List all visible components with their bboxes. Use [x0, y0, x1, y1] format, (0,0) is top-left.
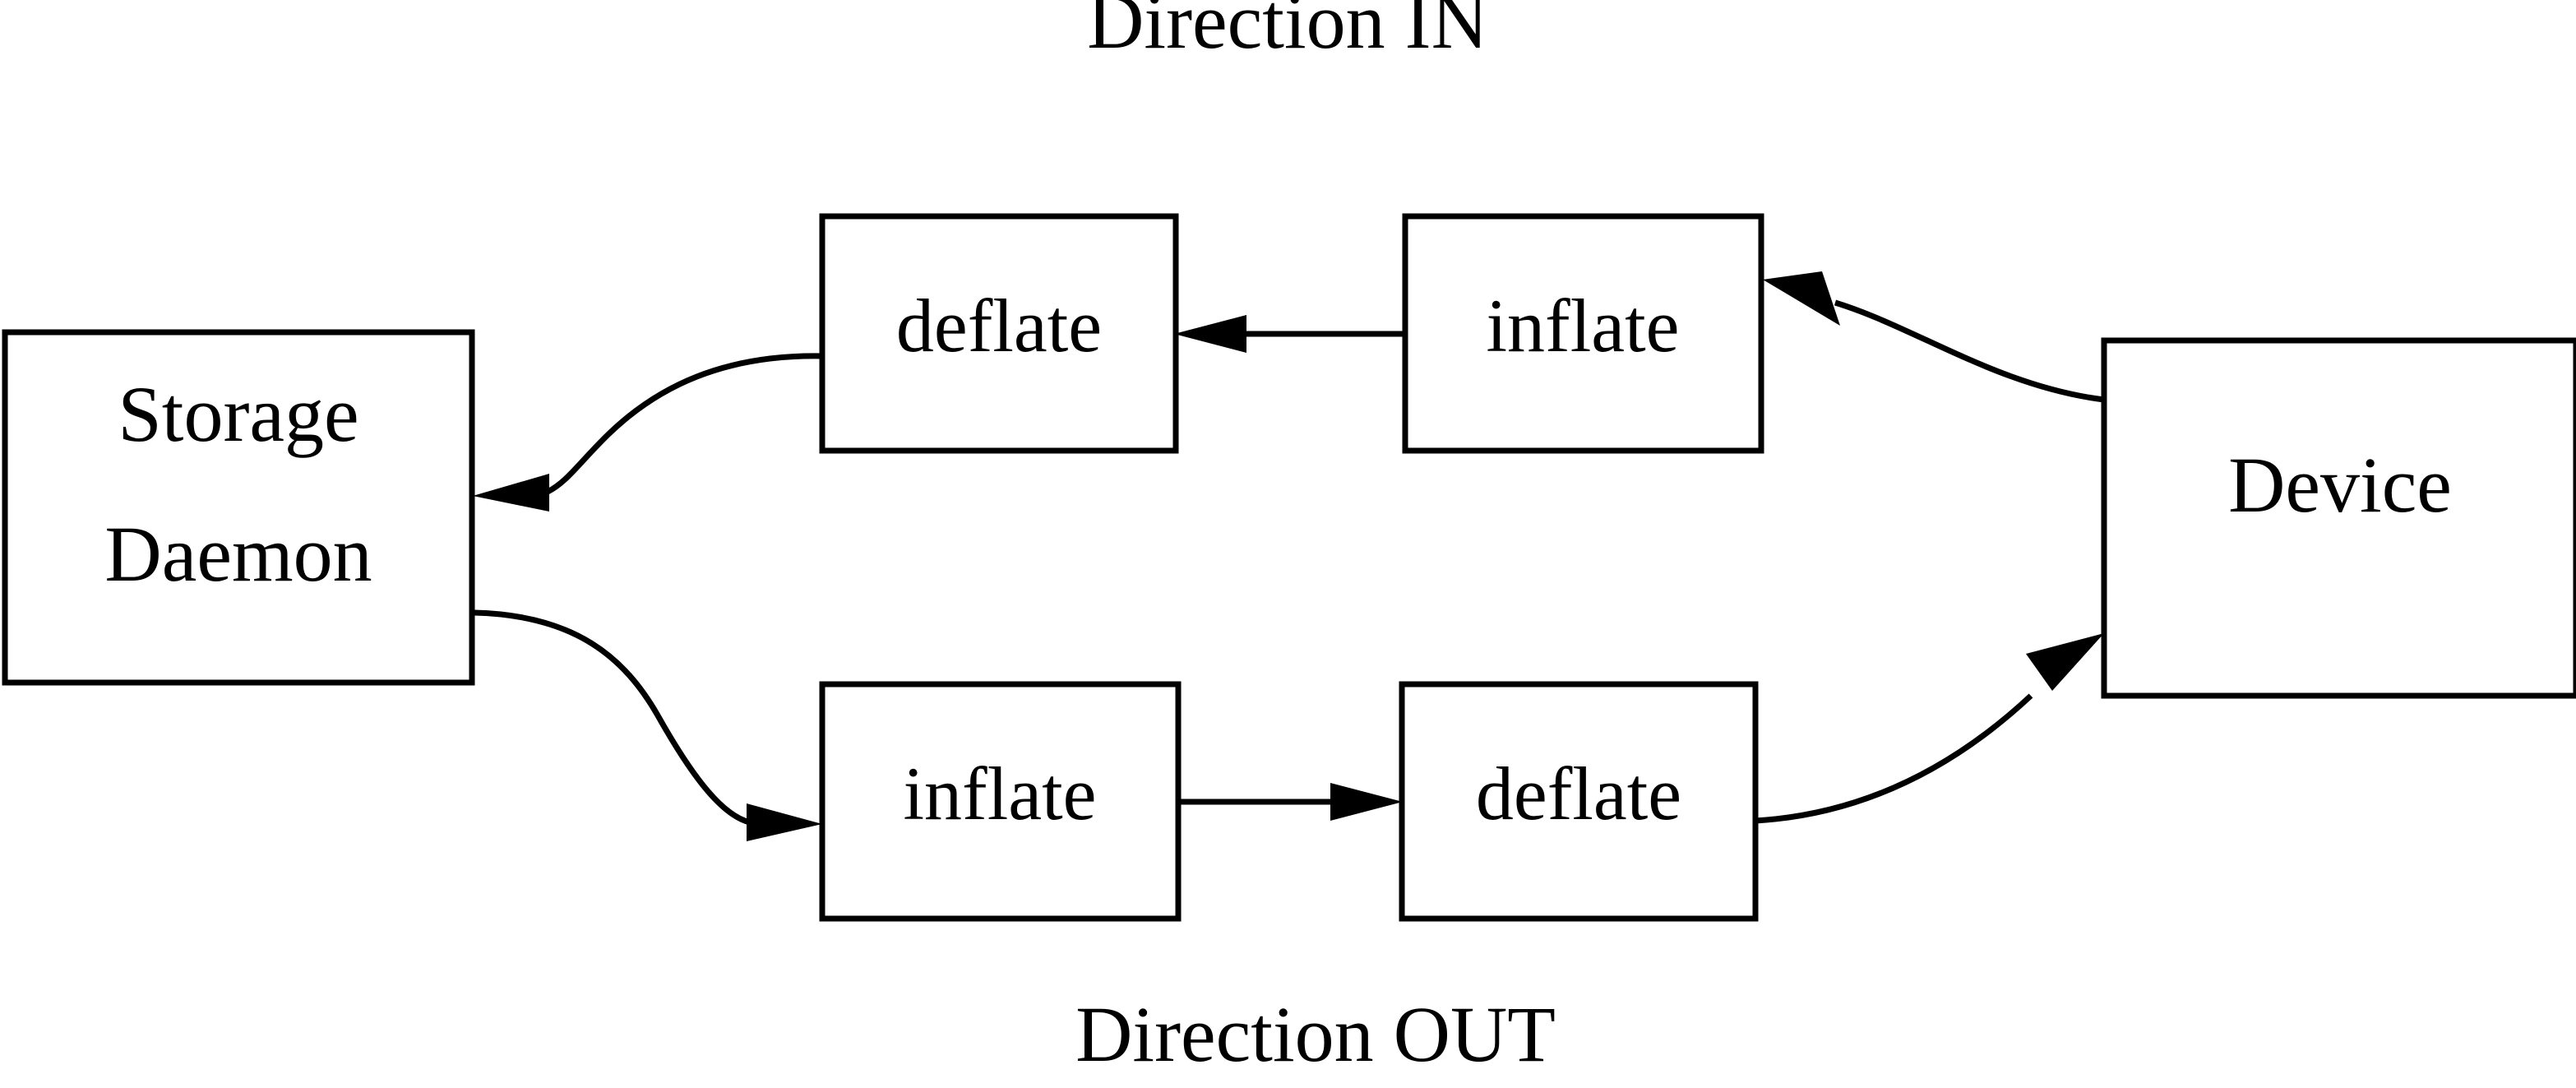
- edge-deflate-out-to-device: [1755, 633, 2104, 824]
- caption-direction-in: Direction IN: [1087, 0, 1488, 65]
- edge-device-to-inflate-in: [1763, 271, 2105, 403]
- arrow-head-left: [1174, 315, 1246, 353]
- inflate-in-label: inflate: [1487, 284, 1680, 368]
- node-device[interactable]: Device: [2101, 337, 2576, 699]
- storage-daemon-label-line1: Storage: [118, 370, 358, 458]
- node-inflate-out[interactable]: inflate: [819, 681, 1182, 922]
- arrow-head-right: [1330, 783, 1403, 821]
- inflate-out-label: inflate: [904, 752, 1097, 836]
- device-box[interactable]: [2101, 337, 2576, 699]
- deflate-out-box[interactable]: [1399, 681, 1759, 922]
- caption-direction-out: Direction OUT: [1075, 990, 1556, 1078]
- deflate-in-box[interactable]: [819, 213, 1179, 454]
- edge-deflate-in-to-storage: [473, 353, 823, 512]
- storage-daemon-box[interactable]: [2, 329, 475, 686]
- arrow-head-right: [747, 803, 822, 841]
- node-inflate-in[interactable]: inflate: [1402, 213, 1764, 454]
- edge-inflate-in-to-deflate-in: [1174, 315, 1405, 353]
- arrow-head-left: [473, 474, 549, 512]
- node-deflate-out[interactable]: deflate: [1399, 681, 1759, 922]
- node-deflate-in[interactable]: deflate: [819, 213, 1179, 454]
- deflate-in-label: deflate: [896, 284, 1102, 368]
- inflate-in-box[interactable]: [1402, 213, 1764, 454]
- edge-storage-to-inflate-out: [474, 609, 822, 841]
- deflate-out-label: deflate: [1476, 752, 1681, 836]
- arrow-head-left: [1763, 271, 1840, 326]
- inflate-out-box[interactable]: [819, 681, 1182, 922]
- storage-daemon-label-line2: Daemon: [104, 510, 372, 598]
- node-storage-daemon[interactable]: Storage Daemon: [2, 329, 475, 686]
- edge-inflate-out-to-deflate-out: [1178, 783, 1403, 821]
- device-label: Device: [2228, 441, 2452, 529]
- arrow-head-right: [2026, 633, 2104, 691]
